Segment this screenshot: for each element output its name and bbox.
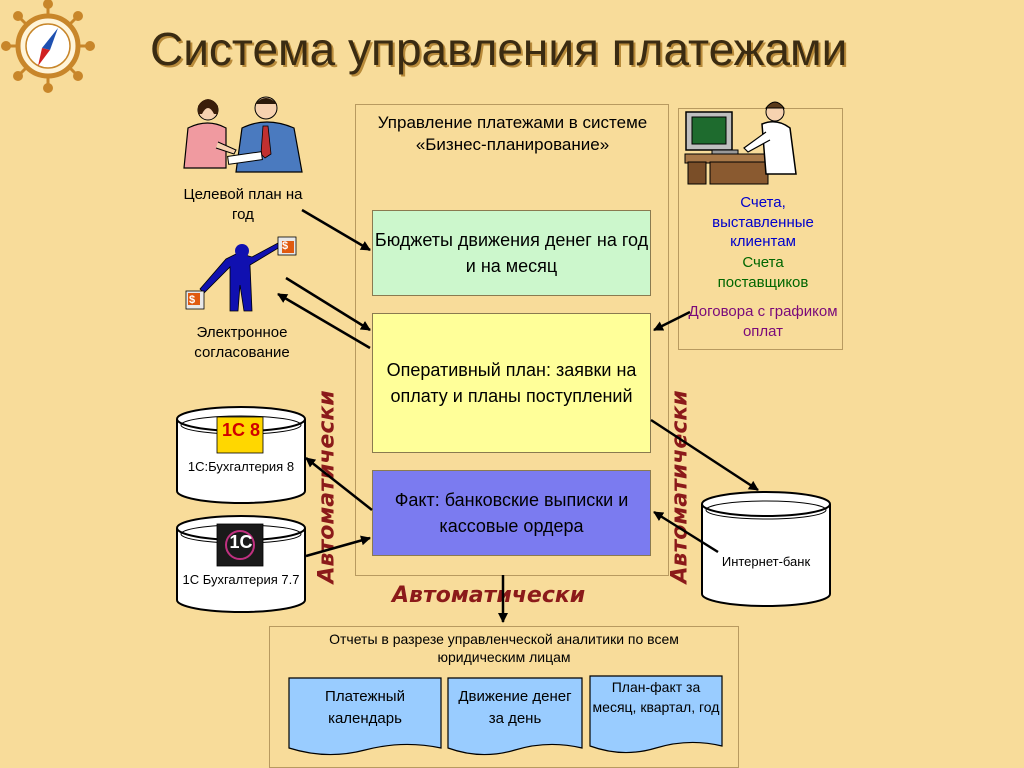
db-1c77-label: 1С Бухгалтерия 7.7 <box>182 572 300 587</box>
right-frame <box>678 108 843 350</box>
db-1c8-label: 1С:Бухгалтерия 8 <box>187 459 295 474</box>
arrow-1c77-to-fact <box>305 535 371 558</box>
arrow-bank-to-fact <box>653 510 719 554</box>
arrow-approval-to-operative <box>285 276 371 332</box>
db-cylinder-1c8 <box>176 406 306 504</box>
e-approval-text: Электронное согласование <box>194 324 290 361</box>
doc-payment-calendar: Платежный календарь <box>325 688 405 727</box>
meeting-people-illustration <box>183 96 303 173</box>
target-plan-text: Целевой план на год <box>183 186 303 223</box>
contracts-text: Договора с графиком оплат <box>688 303 838 340</box>
arrow-fact-to-1c8 <box>305 457 373 511</box>
db-cylinder-1c77 <box>176 515 306 613</box>
doc-daily-cash-flow: Движение денег за день <box>458 688 572 727</box>
fact-text: Факт: банковские выписки и кассовые орде… <box>394 489 629 536</box>
fact-box: Факт: банковские выписки и кассовые орде… <box>372 470 651 556</box>
dollar-flag-text-1: $ <box>282 240 289 252</box>
doc-plan-fact: План-факт за месяц, квартал, год <box>592 679 720 716</box>
dollar-flag-text-2: $ <box>189 294 196 306</box>
arrow-operative-to-bank <box>650 418 759 492</box>
internet-bank-label: Интернет-банк <box>721 554 811 569</box>
compass-logo <box>1 0 95 93</box>
db-1c8-logo: 1С 8 <box>221 420 261 440</box>
supplier-invoices-text: Счета поставщиков <box>717 254 809 291</box>
budget-box: Бюджеты движения денег на год и на месяц <box>372 210 651 296</box>
computer-user-illustration <box>684 101 797 185</box>
invoices-issued-text: Счета, выставленные клиентам <box>712 194 814 250</box>
page-title: Система управления платежами <box>150 23 848 75</box>
operative-plan-box: Оперативный план: заявки на оплату и пла… <box>372 313 651 453</box>
arrow-contracts-to-operative <box>653 310 691 332</box>
approval-figure-illustration <box>185 236 297 312</box>
budget-text: Бюджеты движения денег на год и на месяц <box>374 229 649 276</box>
operative-plan-text: Оперативный план: заявки на оплату и пла… <box>386 359 637 406</box>
reports-header: Отчеты в разрезе управленческой аналитик… <box>329 631 679 666</box>
auto-bottom-label: Автоматически <box>392 583 586 608</box>
db-1c77-logo: 1С <box>229 532 253 552</box>
center-header: Управление платежами в системе «Бизнес-п… <box>377 113 648 155</box>
arrow-operative-to-approval <box>277 292 371 350</box>
internet-bank-cylinder <box>701 491 831 607</box>
arrow-target-plan-to-budget <box>301 208 371 252</box>
